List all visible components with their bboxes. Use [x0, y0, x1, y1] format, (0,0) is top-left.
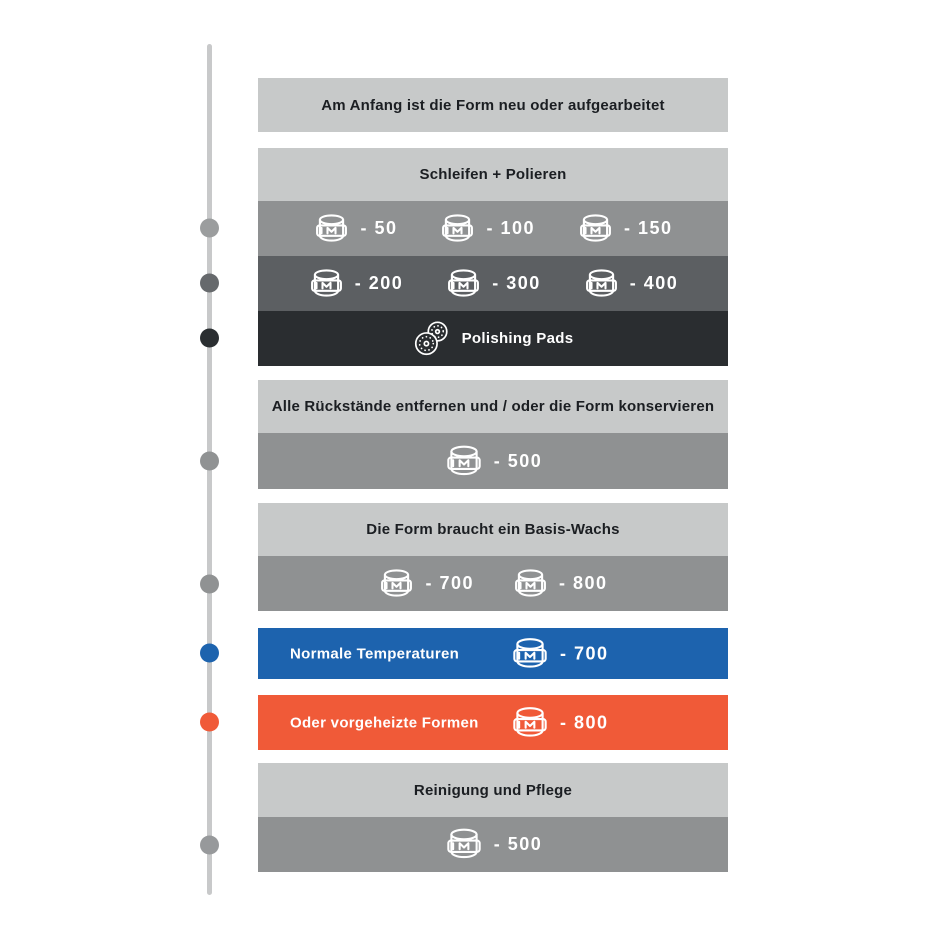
product-item: - 800 — [512, 568, 608, 600]
product-item: - 150 — [577, 213, 673, 245]
product-label: - 400 — [629, 273, 679, 293]
polishing-pads-icon — [414, 321, 448, 356]
timeline-dot-5 — [200, 574, 219, 594]
wax-can-icon — [447, 445, 481, 475]
product-item: - 500 — [444, 827, 543, 862]
wax-can-icon — [513, 637, 547, 668]
wax-can-icon — [586, 269, 617, 296]
product-item: - 700 — [378, 568, 474, 600]
step-start-bar: Am Anfang ist die Form neu oder aufgearb… — [258, 78, 728, 132]
flow-column: Am Anfang ist die Form neu oder aufgearb… — [258, 78, 728, 872]
timeline-dot-2 — [200, 273, 219, 293]
step-care-title: Reinigung und Pflege — [413, 781, 573, 799]
product-label: - 50 — [360, 218, 398, 238]
product-label: - 500 — [493, 450, 543, 471]
product-item: - 400 — [583, 268, 679, 300]
product-label: - 300 — [492, 273, 541, 293]
cleanup-row: - 500 — [258, 433, 728, 489]
timeline-dot-1 — [200, 218, 219, 238]
product-label: - 700 — [560, 643, 609, 663]
wax-can-icon — [381, 569, 413, 596]
product-item: - 700 — [510, 636, 609, 671]
sanding-row-coarse: - 200 - 300 - 400 — [258, 256, 728, 311]
wax-can-icon — [513, 706, 547, 737]
step-sanding-title: Schleifen + Polieren — [419, 166, 567, 183]
wax-can-icon — [442, 214, 474, 241]
step-normal-temperatures: Normale Temperaturen - 700 — [258, 628, 728, 679]
wax-can-icon — [447, 828, 481, 859]
step-base-wax: Die Form braucht ein Basis-Wachs - 700 -… — [258, 503, 728, 611]
step-cleanup-title: Alle Rückstände entfernen und / oder die… — [271, 398, 715, 415]
product-item: - 100 — [439, 213, 535, 245]
product-item: - 300 — [445, 268, 541, 300]
timeline-dot-7 — [200, 712, 219, 732]
product-item: - 500 — [444, 444, 543, 479]
product-label: - 800 — [559, 573, 608, 593]
product-label: - 500 — [493, 834, 543, 854]
timeline-dot-8 — [200, 835, 219, 855]
timeline-dot-4 — [200, 451, 219, 471]
product-item: - 200 — [308, 268, 404, 300]
polishing-pads-row: Polishing Pads — [258, 311, 728, 366]
step-cleanup: Alle Rückstände entfernen und / oder die… — [258, 380, 728, 489]
step-start-title: Am Anfang ist die Form neu oder aufgearb… — [321, 96, 665, 114]
polishing-pads-label: Polishing Pads — [461, 330, 574, 347]
sanding-row-fine: - 50 - 100 - 150 — [258, 201, 728, 256]
step-sanding-polishing: Schleifen + Polieren - 50 - 100 - 150 — [258, 148, 728, 366]
wax-can-icon — [448, 269, 479, 296]
timeline-dot-6 — [200, 643, 219, 663]
wax-can-icon — [310, 269, 342, 296]
base-wax-row: - 700 - 800 — [258, 556, 728, 611]
step-cleanup-header: Alle Rückstände entfernen und / oder die… — [258, 380, 728, 433]
wax-can-icon — [515, 569, 546, 596]
product-label: - 100 — [486, 218, 536, 238]
step-sanding-header: Schleifen + Polieren — [258, 148, 728, 201]
normal-temperatures-label: Normale Temperaturen — [290, 645, 460, 662]
step-base-wax-header: Die Form braucht ein Basis-Wachs — [258, 503, 728, 556]
wax-can-icon — [580, 214, 611, 241]
product-label: - 800 — [560, 712, 609, 732]
product-label: - 200 — [354, 273, 404, 293]
care-row: - 500 — [258, 817, 728, 872]
step-base-wax-title: Die Form braucht ein Basis-Wachs — [366, 521, 620, 538]
step-care-header: Reinigung und Pflege — [258, 763, 728, 817]
timeline-dot-3 — [200, 328, 219, 348]
preheated-molds-label: Oder vorgeheizte Formen — [290, 714, 479, 731]
step-care: Reinigung und Pflege - 500 — [258, 763, 728, 872]
wax-can-icon — [316, 214, 348, 241]
step-preheated-molds: Oder vorgeheizte Formen - 800 — [258, 695, 728, 750]
product-item: - 800 — [510, 705, 609, 740]
product-item: - 50 — [313, 213, 397, 245]
product-label: - 150 — [624, 218, 673, 238]
product-label: - 700 — [425, 573, 474, 593]
